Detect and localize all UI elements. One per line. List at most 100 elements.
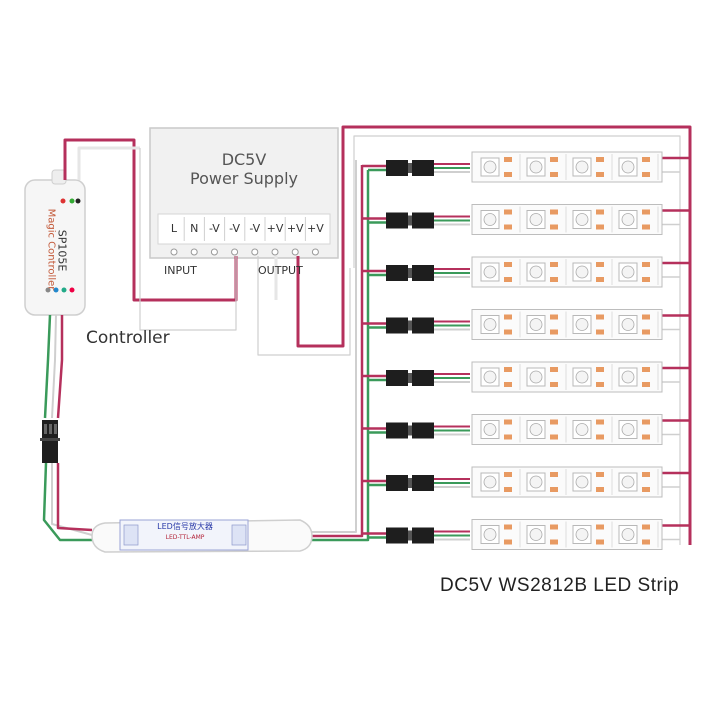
resistor-icon	[642, 524, 650, 530]
wire-output-ground-outline	[257, 256, 351, 356]
terminal-label: L	[170, 222, 178, 235]
led-lens-icon	[621, 423, 635, 436]
led-lens-icon	[483, 475, 497, 489]
status-led-icon	[69, 198, 75, 204]
wire-bus-ground	[312, 160, 357, 533]
amplifier-text-line1: LED信号放大器	[157, 522, 213, 531]
connector-collar-icon	[408, 373, 412, 383]
amplifier-text-line2: LED-TTL-AMP	[165, 534, 205, 541]
wire-controller-ground-outline	[139, 148, 237, 331]
connector-pin-icon	[49, 424, 52, 434]
resistor-icon	[504, 434, 512, 440]
controller-connector	[40, 420, 60, 463]
resistor-icon	[504, 539, 512, 545]
connector-icon	[386, 265, 408, 281]
status-led-icon	[60, 198, 66, 204]
resistor-icon	[504, 419, 512, 425]
resistor-icon	[642, 434, 650, 440]
resistor-icon	[550, 277, 558, 282]
connector-icon	[412, 212, 434, 229]
resistor-icon	[550, 472, 558, 477]
resistor-icon	[596, 472, 604, 477]
terminal-label: +V	[286, 222, 304, 235]
resistor-icon	[642, 157, 650, 162]
terminal-label: N	[190, 222, 199, 235]
resistor-icon	[596, 487, 604, 492]
amplifier-port-icon	[123, 524, 139, 546]
terminal-label: +V	[266, 222, 284, 235]
resistor-icon	[642, 382, 650, 387]
resistor-icon	[596, 539, 604, 545]
terminal-label: -V	[208, 222, 220, 235]
resistor-icon	[504, 224, 512, 230]
led-lens-icon	[575, 370, 589, 384]
resistor-icon	[504, 524, 512, 530]
resistor-icon	[504, 472, 512, 477]
led-lens-icon	[529, 265, 543, 279]
button-icon	[45, 287, 51, 293]
connector-icon	[386, 370, 408, 386]
resistor-icon	[642, 172, 650, 177]
resistor-icon	[596, 382, 604, 387]
resistor-icon	[550, 367, 558, 372]
terminal-screw-icon	[210, 248, 218, 256]
connector-collar-icon	[408, 425, 412, 436]
led-strip	[471, 151, 663, 183]
power-supply	[149, 127, 339, 259]
power-supply-title-line2: Power Supply	[190, 169, 298, 188]
controller-unit	[24, 169, 86, 316]
led-lens-icon	[483, 318, 497, 331]
connector-icon	[386, 475, 408, 491]
led-lens-icon	[483, 528, 497, 541]
led-lens-icon	[575, 475, 589, 489]
connector-icon	[412, 370, 434, 386]
controller-model: SP105E	[55, 229, 69, 272]
connector-icon	[412, 317, 434, 334]
terminal-screw-icon	[231, 248, 239, 256]
resistor-icon	[596, 157, 604, 162]
resistor-icon	[504, 209, 512, 215]
wire-ctrl-signal	[43, 314, 52, 419]
connector-icon	[412, 160, 434, 176]
wire-output-power	[296, 125, 692, 545]
resistor-icon	[642, 314, 650, 320]
resistor-icon	[596, 367, 604, 372]
resistor-icon	[504, 367, 512, 372]
led-lens-icon	[483, 370, 497, 384]
led-lens-icon	[575, 528, 589, 541]
resistor-icon	[642, 262, 650, 267]
resistor-icon	[550, 539, 558, 545]
resistor-icon	[504, 172, 512, 177]
terminal-screw-icon	[271, 248, 279, 256]
terminal-label: +V	[307, 222, 324, 235]
resistor-icon	[550, 487, 558, 492]
led-lens-icon	[575, 160, 589, 174]
resistor-icon	[642, 224, 650, 230]
led-lens-icon	[621, 265, 635, 279]
led-lens-icon	[575, 318, 589, 331]
wire-controller-ground	[77, 146, 140, 180]
terminal-label: -V	[229, 222, 241, 235]
connector-icon	[386, 212, 408, 229]
resistor-icon	[642, 277, 650, 282]
power-supply-title-line1: DC5V	[221, 150, 267, 169]
led-lens-icon	[529, 423, 543, 436]
amplifier-port-icon	[231, 524, 247, 546]
resistor-icon	[596, 524, 604, 530]
resistor-icon	[596, 224, 604, 230]
resistor-icon	[504, 487, 512, 492]
connector-icon	[412, 475, 434, 491]
led-lens-icon	[575, 423, 589, 436]
resistor-icon	[504, 382, 512, 387]
resistor-icon	[596, 209, 604, 215]
resistor-icon	[596, 172, 604, 177]
wires	[42, 125, 692, 545]
connector-icon	[386, 317, 408, 334]
input-label: INPUT	[164, 264, 197, 277]
connector-icon	[386, 422, 408, 439]
wire-bus-signal	[312, 170, 370, 542]
resistor-icon	[596, 329, 604, 335]
resistor-icon	[596, 434, 604, 440]
